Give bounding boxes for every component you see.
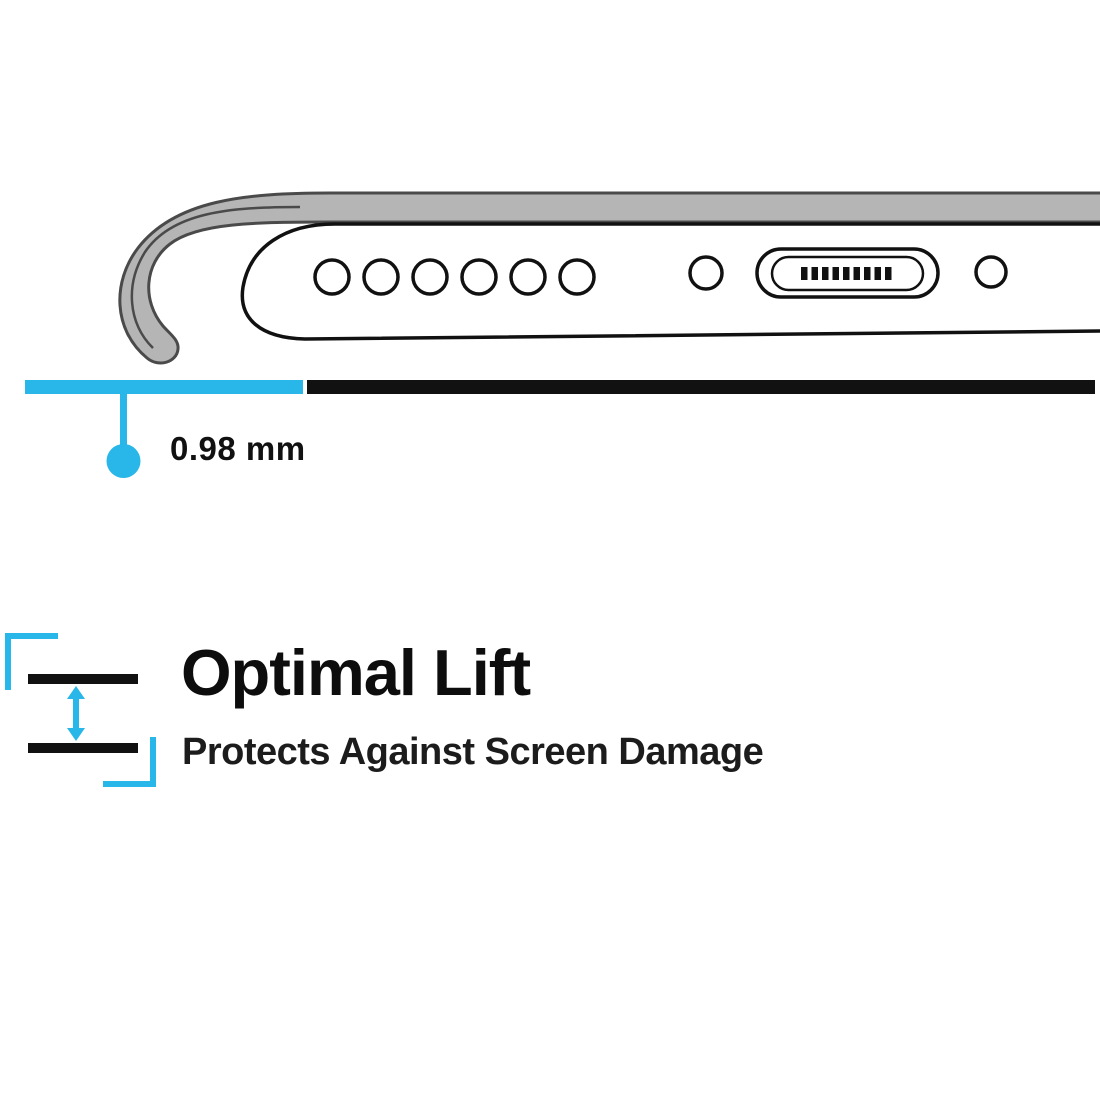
feature-subtitle: Protects Against Screen Damage [182,731,764,773]
speaker-hole [558,258,596,296]
speaker-hole [411,258,449,296]
surface-bar-black [307,380,1095,394]
pointer-dot-icon [106,444,141,478]
feature-title: Optimal Lift [181,636,531,709]
double-arrow-icon [67,686,85,741]
screw-left-icon [688,255,724,291]
pointer-line [120,394,127,446]
speaker-hole [362,258,400,296]
case-bumper [118,191,1100,365]
thickness-measure [25,380,1095,478]
thickness-label: 0.98 mm [170,430,306,467]
phone-case-illustration [25,191,1100,478]
upper-surface-bar [28,674,138,684]
speaker-hole [460,258,498,296]
screw-right-icon [974,255,1008,289]
port-pins [801,267,892,280]
speaker-hole [313,258,351,296]
charging-port [755,247,940,299]
case-inner-line [130,205,301,349]
lower-surface-bar [28,743,138,753]
lift-icon [5,633,156,787]
speaker-holes [313,258,596,296]
bracket-bottom-right-icon [103,737,156,787]
speaker-hole [509,258,547,296]
lift-gap-bar-cyan [25,380,303,394]
bracket-top-left-icon [5,633,58,690]
